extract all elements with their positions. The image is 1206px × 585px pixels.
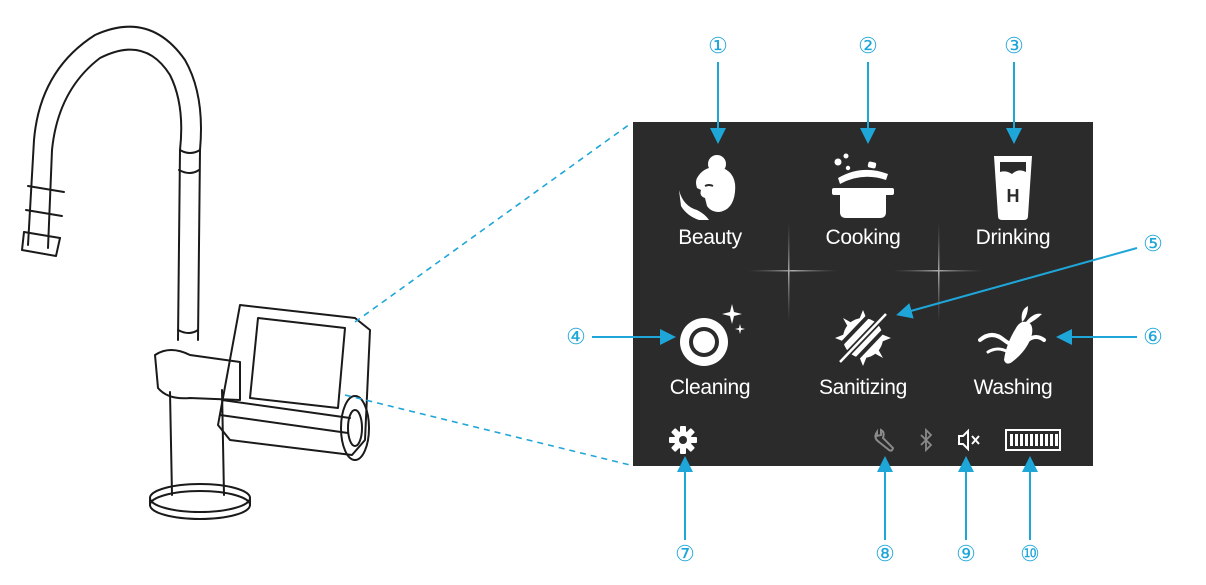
battery-cell <box>1020 434 1023 446</box>
mode-label: Drinking <box>975 226 1051 249</box>
callout-3: ③ <box>1004 33 1024 58</box>
device-screen: Beauty Cooking H Drinking <box>633 122 1093 466</box>
mode-label: Sanitizing <box>818 376 908 399</box>
battery-icon <box>1005 429 1061 451</box>
callout-8: ⑧ <box>875 541 895 566</box>
glass-letter: H <box>1007 186 1020 206</box>
cleaning-plate-icon <box>680 304 745 366</box>
speaker-muted-icon <box>958 428 980 452</box>
battery-cell <box>1015 434 1018 446</box>
drinking-glass-icon: H <box>994 156 1032 220</box>
bluetooth-icon <box>920 427 933 453</box>
battery-cell <box>1025 434 1028 446</box>
battery-cell <box>1045 434 1048 446</box>
wrench-icon <box>874 428 895 452</box>
callout-5: ⑤ <box>1143 231 1163 256</box>
gear-icon[interactable] <box>669 426 697 454</box>
battery-cell <box>1030 434 1033 446</box>
mode-cooking[interactable]: Cooking <box>793 150 933 250</box>
callout-7: ⑦ <box>675 541 695 566</box>
mode-label: Beauty <box>678 226 742 249</box>
mode-label: Cleaning <box>669 376 751 399</box>
mode-cleaning[interactable]: Cleaning <box>640 300 780 400</box>
cooking-pot-icon <box>832 153 894 218</box>
battery-cell <box>1040 434 1043 446</box>
mode-beauty[interactable]: Beauty <box>640 150 780 250</box>
battery-cell <box>1050 434 1053 446</box>
callout-1: ① <box>708 33 728 58</box>
callout-4: ④ <box>566 324 586 349</box>
mode-washing[interactable]: Washing <box>943 300 1083 400</box>
battery-cell <box>1055 434 1058 446</box>
washing-vegetable-icon <box>978 306 1046 364</box>
callout-6: ⑥ <box>1143 324 1163 349</box>
battery-cell <box>1035 434 1038 446</box>
sanitizing-germ-icon <box>830 308 892 368</box>
callout-10: ⑩ <box>1020 541 1040 566</box>
mode-label: Washing <box>973 376 1053 399</box>
callout-9: ⑨ <box>956 541 976 566</box>
mode-sanitizing[interactable]: Sanitizing <box>793 300 933 400</box>
callout-2: ② <box>858 33 878 58</box>
mode-label: Cooking <box>825 226 901 249</box>
battery-cell <box>1010 434 1013 446</box>
beauty-face-icon <box>679 155 736 220</box>
status-bar <box>669 426 1061 454</box>
mode-drinking[interactable]: H Drinking <box>943 150 1083 250</box>
